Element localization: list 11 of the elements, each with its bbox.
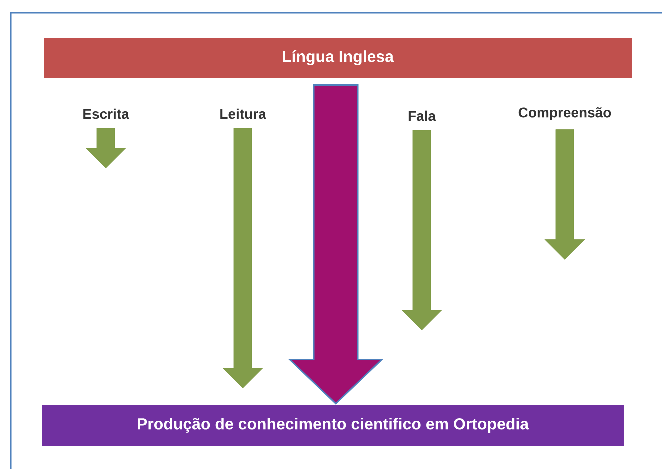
category-label: Compreensão (518, 108, 612, 120)
title-bar: Produção de conhecimento cientifico em Ortopedia (42, 405, 624, 446)
category-label: Leitura (220, 108, 266, 120)
title-bar: Língua Inglesa (44, 38, 632, 78)
arrow (222, 128, 264, 389)
arrow (288, 84, 384, 405)
arrow (86, 128, 126, 169)
category-label: Fala (408, 110, 436, 122)
category-label: Escrita (84, 108, 130, 120)
arrow (402, 130, 442, 331)
arrow (544, 130, 586, 260)
